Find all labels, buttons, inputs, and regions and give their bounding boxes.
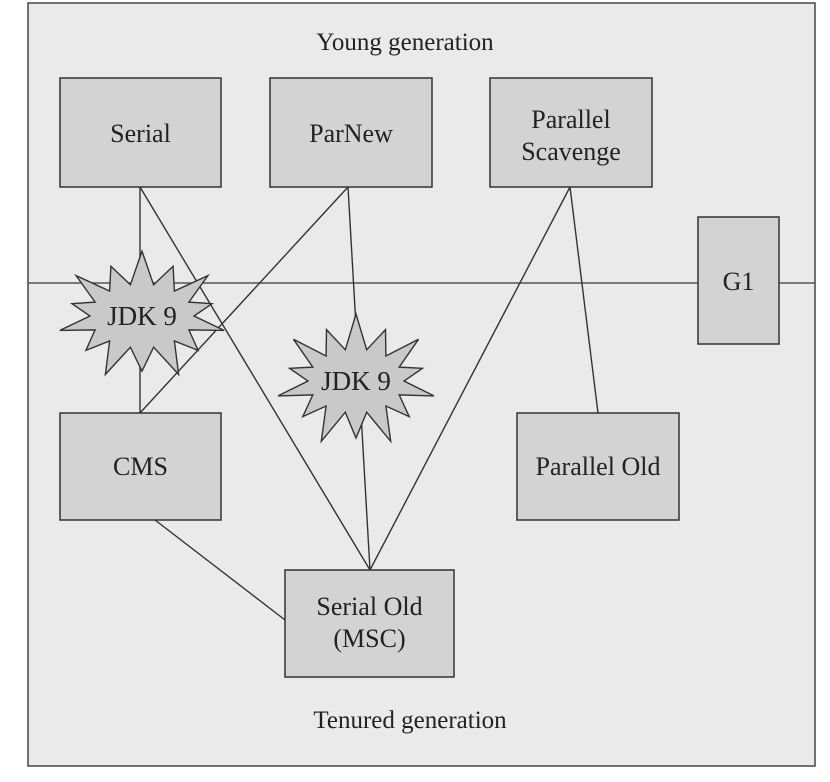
collector-serial-old: Serial Old (MSC) (284, 569, 455, 678)
collector-cms-label: CMS (113, 452, 168, 481)
collector-parallel-scavenge-label-1: Parallel (531, 105, 610, 134)
collector-cms: CMS (59, 412, 222, 521)
edge-serial-serial-old (139, 186, 371, 571)
collector-parallel-old: Parallel Old (516, 412, 680, 521)
collector-parnew: ParNew (269, 77, 433, 188)
collector-serial-old-label-1: Serial Old (316, 592, 422, 621)
collector-serial: Serial (59, 77, 222, 188)
edge-cms-serial-old (154, 519, 286, 621)
deprecation-label-2: JDK 9 (321, 366, 391, 396)
collector-parallel-scavenge: Parallel Scavenge (489, 77, 653, 188)
collector-parallel-old-label: Parallel Old (536, 452, 661, 481)
edge-parallel-scavenge-parallel-old (569, 186, 599, 414)
collector-serial-old-label-2: (MSC) (333, 624, 405, 653)
deprecation-label-1: JDK 9 (107, 301, 177, 331)
collector-g1: G1 (697, 216, 780, 345)
tenured-generation-label: Tenured generation (313, 707, 507, 734)
deprecation-burst-parnew-serial-old: JDK 9 (277, 311, 435, 444)
collector-g1-label: G1 (723, 267, 755, 296)
collector-parallel-scavenge-label-2: Scavenge (521, 137, 621, 166)
young-generation-label: Young generation (316, 29, 494, 56)
deprecation-burst-serial-cms: JDK 9 (59, 249, 225, 377)
collector-parnew-label: ParNew (309, 119, 393, 148)
edge-parallel-scavenge-serial-old (369, 186, 571, 571)
starburst-icon (59, 249, 225, 377)
starburst-icon (277, 311, 435, 444)
edge-parnew-cms (139, 186, 349, 414)
collector-serial-label: Serial (110, 119, 171, 148)
